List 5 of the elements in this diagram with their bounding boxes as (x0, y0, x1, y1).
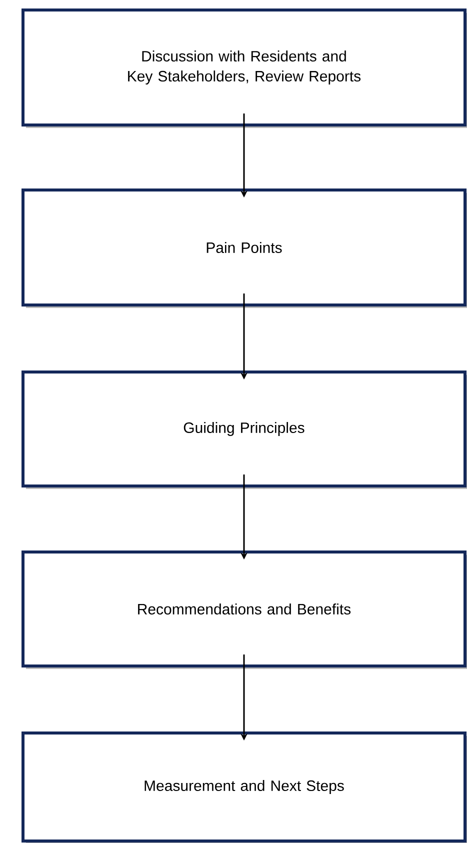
process-box: Measurement and Next Steps (22, 732, 467, 843)
process-box: Guiding Principles (22, 370, 467, 489)
process-box: Pain Points (22, 188, 467, 308)
process-box: Discussion with Residents and Key Stakeholders, Review Reports (22, 8, 467, 128)
process-box: Recommendations and Benefits (22, 550, 467, 669)
